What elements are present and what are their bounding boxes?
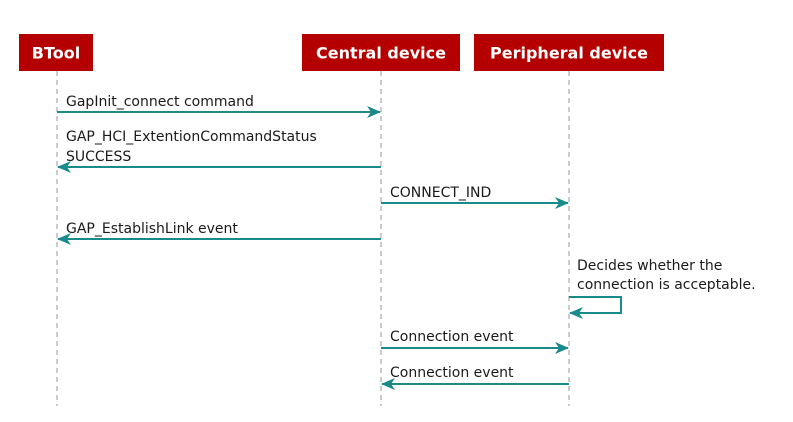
message-arrow-4 xyxy=(569,296,622,319)
participant-label-btool: BTool xyxy=(32,44,80,63)
message-label-4-1: connection is acceptable. xyxy=(577,277,756,293)
message-label-4-0: Decides whether the xyxy=(577,258,722,274)
participant-label-peripheral: Peripheral device xyxy=(490,44,648,63)
participant-box-btool xyxy=(19,34,93,71)
message-label-2-0: CONNECT_IND xyxy=(390,185,491,201)
message-label-6-0: Connection event xyxy=(390,365,514,381)
message-label-3-0: GAP_EstablishLink event xyxy=(66,221,238,237)
participant-box-central xyxy=(302,34,460,71)
message-label-1-0: GAP_HCI_ExtentionCommandStatus xyxy=(66,129,317,145)
message-label-0-0: GapInit_connect command xyxy=(66,94,254,110)
participant-box-peripheral xyxy=(474,34,664,71)
participant-label-central: Central device xyxy=(316,44,446,63)
message-label-1-1: SUCCESS xyxy=(66,149,131,165)
message-label-5-0: Connection event xyxy=(390,329,514,345)
